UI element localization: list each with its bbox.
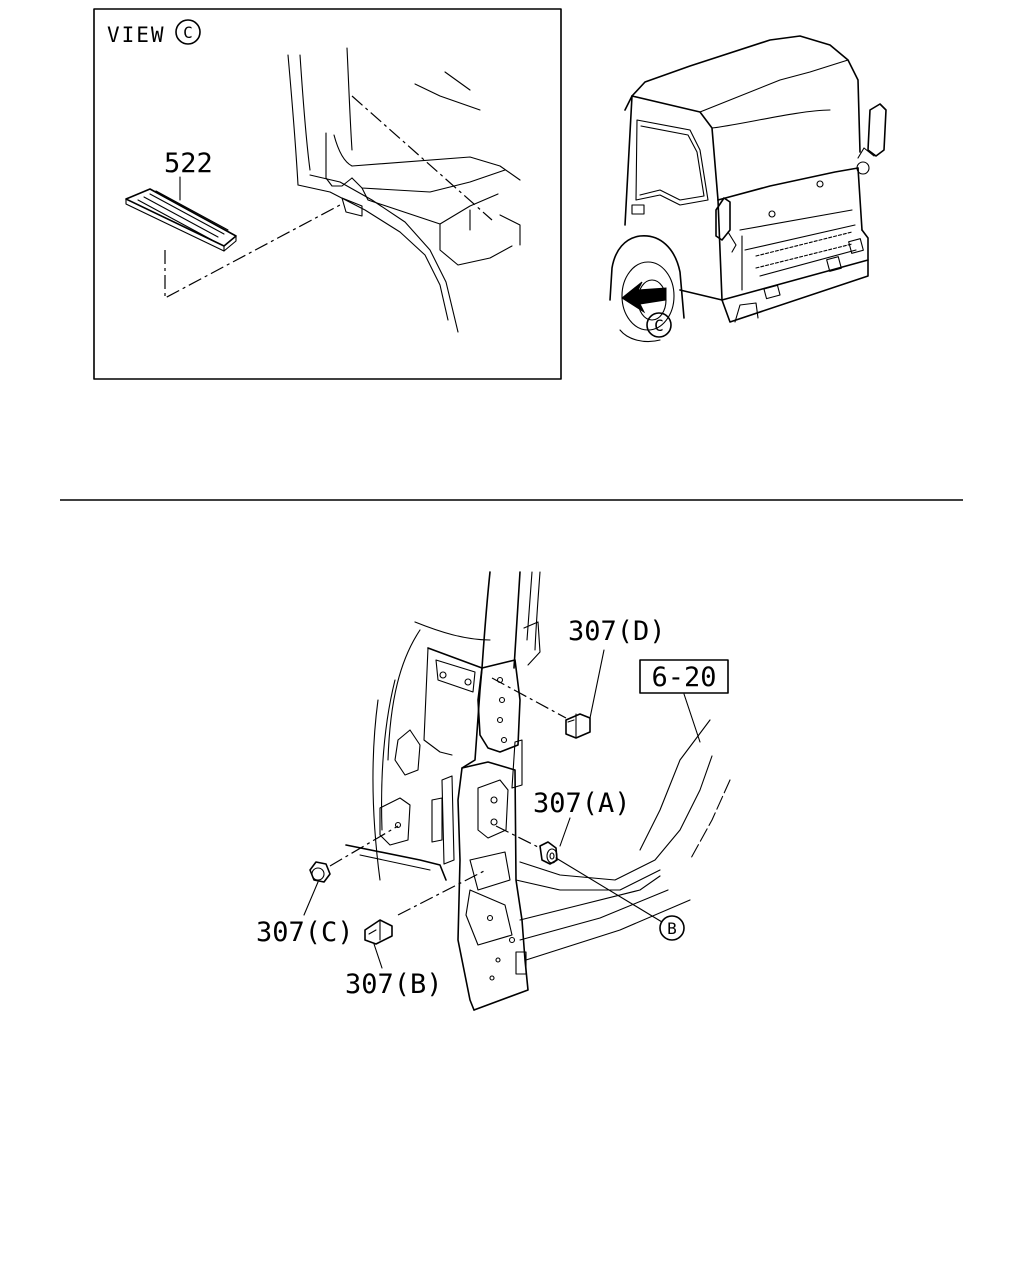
- leader-b: [555, 857, 663, 923]
- install-line-307c: [329, 825, 399, 867]
- view-label: VIEW: [107, 23, 166, 47]
- view-direction-arrow: [621, 281, 667, 314]
- view-marker-circle: C: [175, 19, 201, 45]
- leader-307d: [589, 649, 605, 719]
- seat-centerline: [351, 95, 493, 221]
- leader-307b: [373, 943, 383, 969]
- callout-307c: 307(C): [256, 917, 354, 948]
- plate-install-line: [164, 204, 341, 299]
- clip-307b: [364, 919, 393, 945]
- side-mirror: [867, 103, 887, 157]
- truck-overview: C: [609, 35, 887, 343]
- view-panel-border: [93, 8, 562, 380]
- cab-roof: [631, 35, 861, 153]
- callout-307a: 307(A): [533, 788, 631, 819]
- clip-307a: [539, 841, 558, 865]
- marker-b-letter: B: [667, 919, 677, 938]
- reference-box-6-20: 6-20: [639, 659, 729, 694]
- inner-panel: [427, 647, 483, 1011]
- pillar-assembly: [345, 571, 731, 1011]
- overview-marker-letter: C: [654, 316, 664, 335]
- view-c-panel: VIEW C 522: [93, 8, 562, 380]
- reference-box-label: 6-20: [651, 662, 716, 693]
- front-bumper: [679, 229, 869, 323]
- marker-b-circle: B: [659, 915, 685, 941]
- leader-6-20: [683, 693, 701, 743]
- clip-307d: [565, 713, 591, 739]
- step-plate-522: [125, 188, 237, 252]
- overview-marker-circle: C: [646, 312, 672, 338]
- leader-307a: [559, 817, 571, 847]
- seat-outline: [287, 47, 521, 333]
- install-line-307a: [495, 825, 541, 849]
- callout-307d: 307(D): [568, 616, 666, 647]
- install-line-307d: [491, 677, 567, 719]
- clip-307c: [309, 861, 331, 883]
- install-line-307b: [397, 869, 487, 916]
- side-window: [635, 119, 709, 206]
- callout-307b: 307(B): [345, 969, 443, 1000]
- leader-307c: [303, 881, 319, 916]
- reinforcement-bracket: [477, 659, 521, 753]
- part-number-522: 522: [164, 148, 213, 179]
- view-marker-letter: C: [183, 23, 193, 42]
- front-grille: [717, 167, 863, 301]
- cab-door: [624, 95, 633, 226]
